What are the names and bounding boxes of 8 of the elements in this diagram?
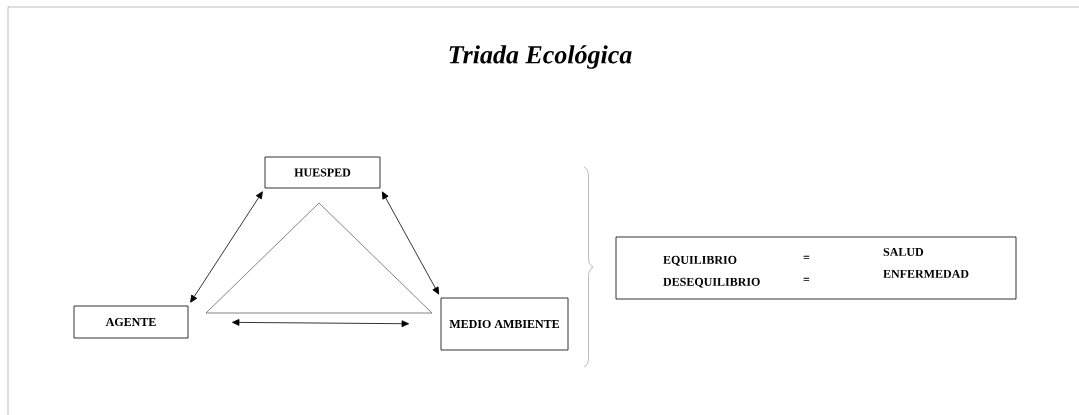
arrow (381, 191, 440, 295)
equation-box: EQUILIBRIO = SALUD DESEQUILIBRIO = ENFERMEDAD (615, 236, 1017, 300)
label-box: AGENTE (73, 305, 189, 339)
arrow (232, 319, 409, 328)
label-box: HUESPED (264, 156, 381, 189)
arrow (190, 191, 263, 303)
title: Triada Ecológica (449, 45, 632, 69)
label-box: MEDIO AMBIENTE (440, 297, 569, 351)
